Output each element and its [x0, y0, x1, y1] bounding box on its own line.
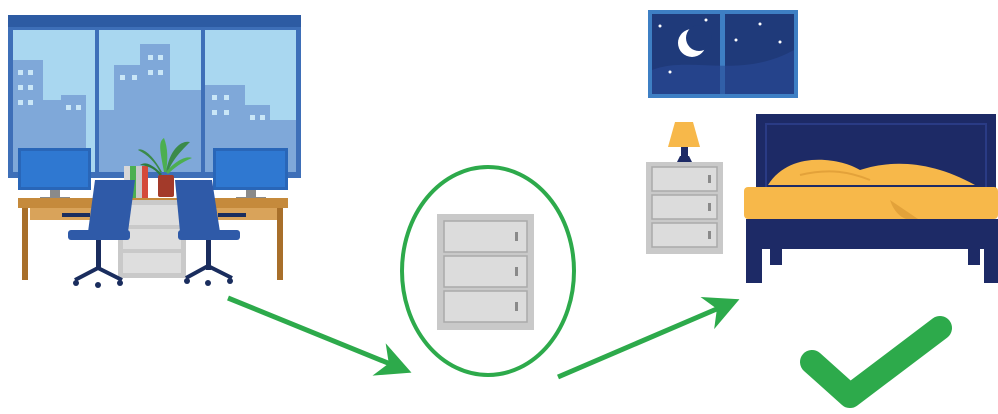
bedroom-icon [646, 10, 998, 283]
arrow-right-up-icon [557, 296, 740, 380]
checkmark-icon [800, 316, 952, 408]
office-desk-icon [8, 15, 301, 288]
filing-cabinet-icon [400, 165, 576, 377]
arrow-right-down-icon [227, 295, 412, 376]
